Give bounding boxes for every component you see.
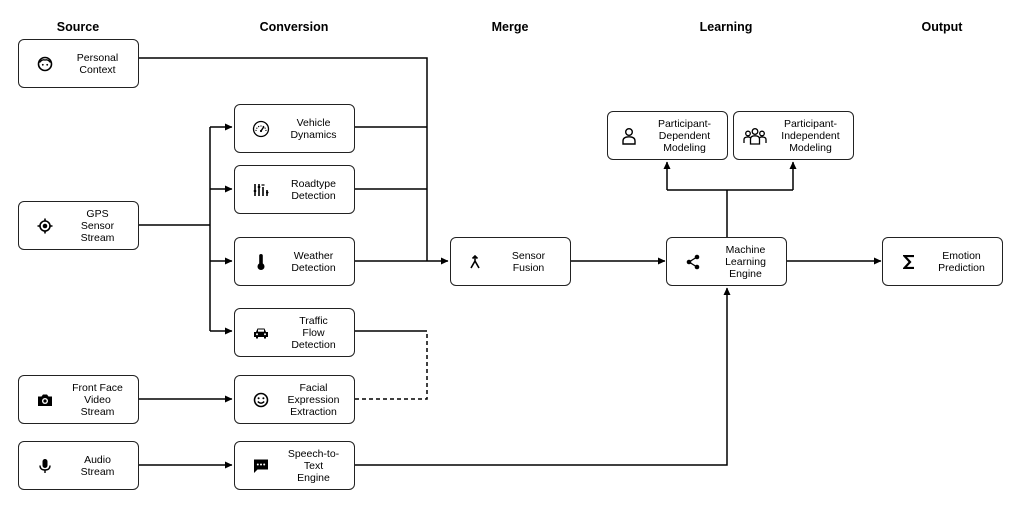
group-icon: [734, 127, 776, 145]
gps-target-icon: [19, 218, 71, 234]
node-label: Facial Expression Extraction: [287, 381, 340, 418]
header-output: Output: [921, 20, 963, 34]
header-source: Source: [56, 20, 100, 34]
car-icon: [235, 327, 287, 339]
thermometer-icon: [235, 253, 287, 271]
person-icon: [608, 127, 650, 145]
node-roadtype-detection[interactable]: Roadtype Detection: [234, 165, 355, 214]
header-merge: Merge: [491, 20, 529, 34]
node-label: Personal Context: [76, 51, 119, 76]
sigma-icon: [883, 254, 935, 269]
node-label: Participant- Independent Modeling: [781, 117, 840, 154]
node-facial-expression-extraction[interactable]: Facial Expression Extraction: [234, 375, 355, 424]
node-label: Speech-to- Text Engine: [287, 447, 340, 484]
node-label: Vehicle Dynamics: [290, 116, 337, 141]
smiley-icon: [235, 392, 287, 408]
node-audio-stream[interactable]: Audio Stream: [18, 441, 139, 490]
node-label: Audio Stream: [80, 453, 115, 478]
line-facial-to-bus-dashed: [355, 331, 428, 400]
node-sensor-fusion[interactable]: Sensor Fusion: [450, 237, 571, 286]
node-front-face-video-stream[interactable]: Front Face Video Stream: [18, 375, 139, 424]
speedometer-icon: [235, 120, 287, 138]
header-conversion: Conversion: [259, 20, 329, 34]
node-weather-detection[interactable]: Weather Detection: [234, 237, 355, 286]
node-label: Participant- Dependent Modeling: [657, 117, 712, 154]
node-label: Machine Learning Engine: [725, 243, 766, 280]
node-label: Front Face Video Stream: [72, 381, 123, 418]
node-traffic-flow-detection[interactable]: Traffic Flow Detection: [234, 308, 355, 357]
sliders-icon: [235, 182, 287, 198]
face-icon: [19, 56, 71, 72]
chat-bubble-icon: [235, 458, 287, 474]
node-machine-learning-engine[interactable]: Machine Learning Engine: [666, 237, 787, 286]
merge-icon: [451, 254, 499, 269]
share-icon: [667, 254, 719, 270]
node-emotion-prediction[interactable]: Emotion Prediction: [882, 237, 1003, 286]
node-participant-independent-modeling[interactable]: Participant- Independent Modeling: [733, 111, 854, 160]
node-personal-context[interactable]: Personal Context: [18, 39, 139, 88]
header-learning: Learning: [699, 20, 753, 34]
node-label: Emotion Prediction: [938, 249, 985, 274]
node-label: Roadtype Detection: [291, 177, 336, 202]
node-label: Weather Detection: [291, 249, 336, 274]
node-participant-dependent-modeling[interactable]: Participant- Dependent Modeling: [607, 111, 728, 160]
node-label: Sensor Fusion: [511, 249, 546, 274]
microphone-icon: [19, 458, 71, 474]
line-personal-to-bus: [139, 57, 428, 261]
node-vehicle-dynamics[interactable]: Vehicle Dynamics: [234, 104, 355, 153]
node-label: Traffic Flow Detection: [291, 314, 336, 351]
node-label: GPS Sensor Stream: [80, 207, 115, 244]
arrow-speech-ml: [355, 287, 731, 466]
node-gps-sensor-stream[interactable]: GPS Sensor Stream: [18, 201, 139, 250]
camera-icon: [19, 393, 71, 407]
node-speech-to-text-engine[interactable]: Speech-to- Text Engine: [234, 441, 355, 490]
